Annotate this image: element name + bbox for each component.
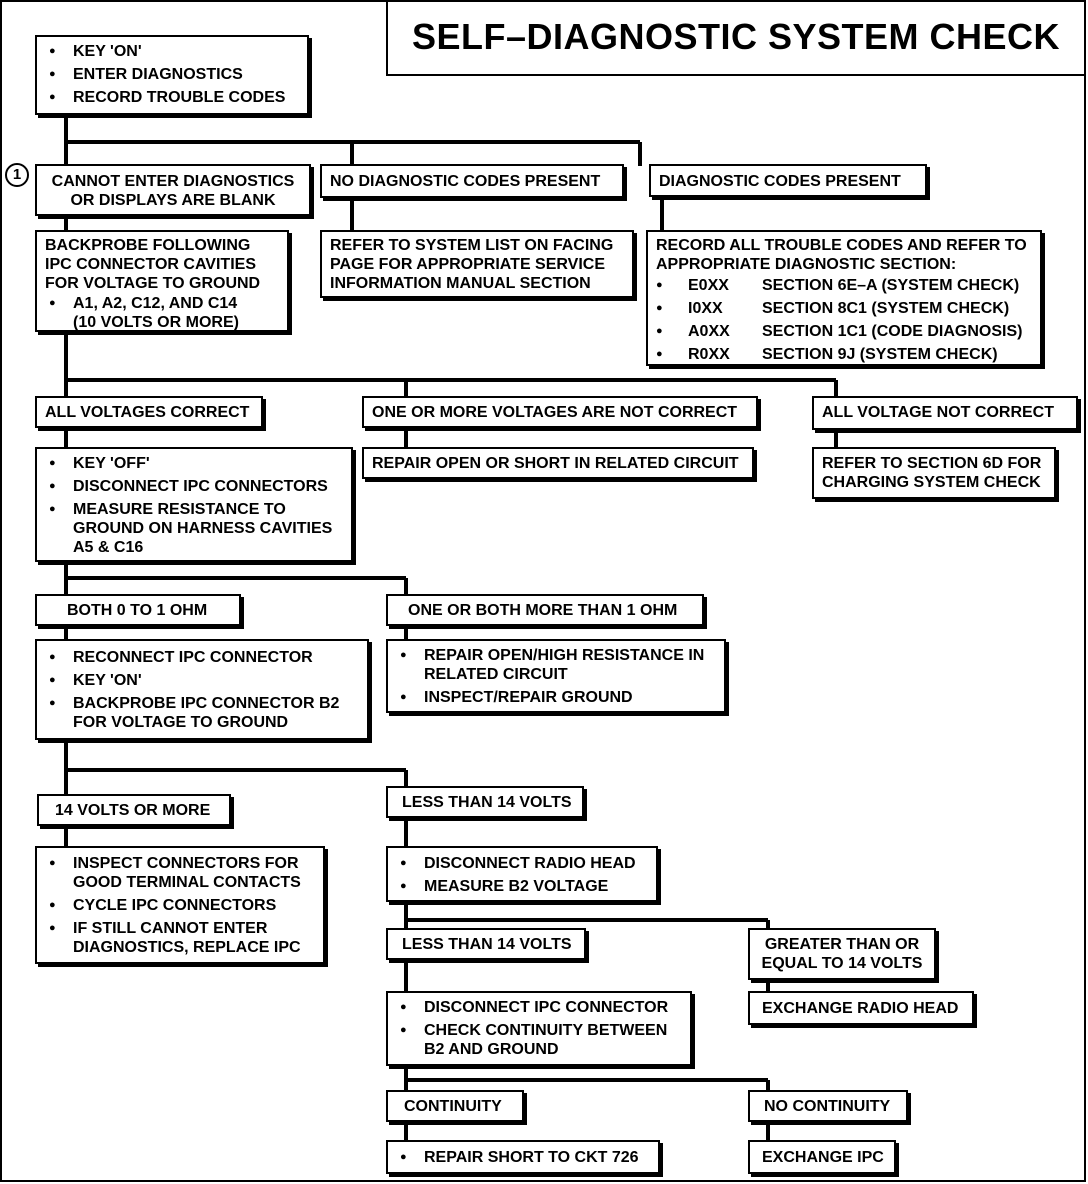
repair-short-box: REPAIR SHORT TO CKT 726 xyxy=(386,1140,660,1174)
step-key-on-2: KEY 'ON' xyxy=(45,671,359,690)
code-section: SECTION 6E–A (SYSTEM CHECK) xyxy=(762,277,1020,294)
one-or-more-voltages-box: ONE OR MORE VOLTAGES ARE NOT CORRECT xyxy=(362,396,758,428)
step-cycle-ipc: CYCLE IPC CONNECTORS xyxy=(45,896,315,915)
disconnect-ipc-box: DISCONNECT IPC CONNECTOR CHECK CONTINUIT… xyxy=(386,991,692,1066)
page-title: SELF–DIAGNOSTIC SYSTEM CHECK xyxy=(386,2,1084,76)
start-box: KEY 'ON' ENTER DIAGNOSTICS RECORD TROUBL… xyxy=(35,35,309,115)
step-repair-short: REPAIR SHORT TO CKT 726 xyxy=(396,1148,650,1167)
start-steps: KEY 'ON' ENTER DIAGNOSTICS RECORD TROUBL… xyxy=(45,42,299,107)
step-enter-diagnostics: ENTER DIAGNOSTICS xyxy=(45,65,299,84)
code-row: A0XX SECTION 1C1 (CODE DIAGNOSIS) xyxy=(656,322,1032,341)
step-marker: 1 xyxy=(5,163,29,187)
step-key-on: KEY 'ON' xyxy=(45,42,299,61)
cannot-enter-box: CANNOT ENTER DIAGNOSTICS OR DISPLAYS ARE… xyxy=(35,164,311,216)
connector-b6-children xyxy=(404,1122,770,1140)
14-volts-or-more-box: 14 VOLTS OR MORE xyxy=(37,794,231,826)
less-than-14-volts-box: LESS THAN 14 VOLTS xyxy=(386,786,584,818)
exchange-ipc-box: EXCHANGE IPC xyxy=(748,1140,896,1174)
repair-high-res-box: REPAIR OPEN/HIGH RESISTANCE IN RELATED C… xyxy=(386,639,726,713)
greater-14-volts-box: GREATER THAN OR EQUAL TO 14 VOLTS xyxy=(748,928,936,980)
code-section: SECTION 1C1 (CODE DIAGNOSIS) xyxy=(762,323,1023,340)
step-repair-open-high-res: REPAIR OPEN/HIGH RESISTANCE IN RELATED C… xyxy=(396,646,716,684)
step-reconnect-ipc: RECONNECT IPC CONNECTOR xyxy=(45,648,359,667)
connector-b3-children xyxy=(64,626,408,640)
inspect-steps: INSPECT CONNECTORS FOR GOOD TERMINAL CON… xyxy=(45,854,315,957)
connector-keyoff xyxy=(64,562,408,596)
code-id: I0XX xyxy=(688,300,723,317)
step-key-off: KEY 'OFF' xyxy=(45,454,343,473)
refer-6d-box: REFER TO SECTION 6D FOR CHARGING SYSTEM … xyxy=(812,447,1056,499)
step-disconnect-ipc: DISCONNECT IPC CONNECTORS xyxy=(45,477,343,496)
radio-steps: DISCONNECT RADIO HEAD MEASURE B2 VOLTAGE xyxy=(396,854,648,896)
connector-b5-children xyxy=(404,960,770,992)
step-inspect-connectors: INSPECT CONNECTORS FOR GOOD TERMINAL CON… xyxy=(45,854,315,892)
connector-b4-children xyxy=(64,818,408,846)
code-section: SECTION 9J (SYSTEM CHECK) xyxy=(762,346,998,363)
all-voltages-correct-box: ALL VOLTAGES CORRECT xyxy=(35,396,263,428)
connector-backprobe xyxy=(64,332,838,398)
no-codes-box: NO DIAGNOSTIC CODES PRESENT xyxy=(320,164,624,198)
step-check-continuity: CHECK CONTINUITY BETWEEN B2 AND GROUND xyxy=(396,1021,682,1059)
connector-b2-children xyxy=(64,428,838,448)
code-id: R0XX xyxy=(688,346,730,363)
backprobe-bullets: A1, A2, C12, AND C14 (10 VOLTS OR MORE) xyxy=(45,294,279,332)
continuity-box: CONTINUITY xyxy=(386,1090,524,1122)
connector-start xyxy=(64,114,642,166)
repair-high-res-steps: REPAIR OPEN/HIGH RESISTANCE IN RELATED C… xyxy=(396,646,716,707)
exchange-radio-head-box: EXCHANGE RADIO HEAD xyxy=(748,991,974,1025)
record-codes-text: RECORD ALL TROUBLE CODES AND REFER TO AP… xyxy=(656,237,1027,273)
code-row: R0XX SECTION 9J (SYSTEM CHECK) xyxy=(656,345,1032,364)
connector-radio xyxy=(404,902,770,930)
step-disconnect-radio: DISCONNECT RADIO HEAD xyxy=(396,854,648,873)
record-codes-box: RECORD ALL TROUBLE CODES AND REFER TO AP… xyxy=(646,230,1042,366)
disconnect-ipc-steps: DISCONNECT IPC CONNECTOR CHECK CONTINUIT… xyxy=(396,998,682,1059)
step-record-codes: RECORD TROUBLE CODES xyxy=(45,88,299,107)
backprobe-box: BACKPROBE FOLLOWING IPC CONNECTOR CAVITI… xyxy=(35,230,289,332)
inspect-connectors-box: INSPECT CONNECTORS FOR GOOD TERMINAL CON… xyxy=(35,846,325,964)
radio-head-box: DISCONNECT RADIO HEAD MEASURE B2 VOLTAGE xyxy=(386,846,658,902)
reconnect-box: RECONNECT IPC CONNECTOR KEY 'ON' BACKPRO… xyxy=(35,639,369,740)
step-backprobe-b2: BACKPROBE IPC CONNECTOR B2 FOR VOLTAGE T… xyxy=(45,694,359,732)
step-measure-b2: MEASURE B2 VOLTAGE xyxy=(396,877,648,896)
key-off-steps: KEY 'OFF' DISCONNECT IPC CONNECTORS MEAS… xyxy=(45,454,343,557)
key-off-box: KEY 'OFF' DISCONNECT IPC CONNECTORS MEAS… xyxy=(35,447,353,562)
backprobe-cavities: A1, A2, C12, AND C14 (10 VOLTS OR MORE) xyxy=(45,294,279,332)
codes-present-box: DIAGNOSTIC CODES PRESENT xyxy=(649,164,927,197)
refer-system-list-box: REFER TO SYSTEM LIST ON FACING PAGE FOR … xyxy=(320,230,634,298)
no-continuity-box: NO CONTINUITY xyxy=(748,1090,908,1122)
code-id: E0XX xyxy=(688,277,729,294)
both-0-1-ohm-box: BOTH 0 TO 1 OHM xyxy=(35,594,241,626)
code-row: I0XX SECTION 8C1 (SYSTEM CHECK) xyxy=(656,299,1032,318)
connector-reconnect xyxy=(64,740,408,796)
reconnect-steps: RECONNECT IPC CONNECTOR KEY 'ON' BACKPRO… xyxy=(45,648,359,732)
backprobe-text: BACKPROBE FOLLOWING IPC CONNECTOR CAVITI… xyxy=(45,237,261,292)
code-id: A0XX xyxy=(688,323,730,340)
connector-disconnect xyxy=(404,1066,770,1090)
step-measure-resistance: MEASURE RESISTANCE TO GROUND ON HARNESS … xyxy=(45,500,343,557)
code-row: E0XX SECTION 6E–A (SYSTEM CHECK) xyxy=(656,276,1032,295)
one-or-both-ohm-box: ONE OR BOTH MORE THAN 1 OHM xyxy=(386,594,704,626)
step-disconnect-ipc-2: DISCONNECT IPC CONNECTOR xyxy=(396,998,682,1017)
step-inspect-ground: INSPECT/REPAIR GROUND xyxy=(396,688,716,707)
code-section: SECTION 8C1 (SYSTEM CHECK) xyxy=(762,300,1010,317)
repair-short-steps: REPAIR SHORT TO CKT 726 xyxy=(396,1148,650,1167)
all-voltage-not-correct-box: ALL VOLTAGE NOT CORRECT xyxy=(812,396,1078,430)
step-replace-ipc: IF STILL CANNOT ENTER DIAGNOSTICS, REPLA… xyxy=(45,919,315,957)
connector-b1-children xyxy=(64,196,664,230)
less-than-14-volts-2-box: LESS THAN 14 VOLTS xyxy=(386,928,586,960)
code-list: E0XX SECTION 6E–A (SYSTEM CHECK) I0XX SECT… xyxy=(656,276,1032,364)
repair-open-short-box: REPAIR OPEN OR SHORT IN RELATED CIRCUIT xyxy=(362,447,754,479)
